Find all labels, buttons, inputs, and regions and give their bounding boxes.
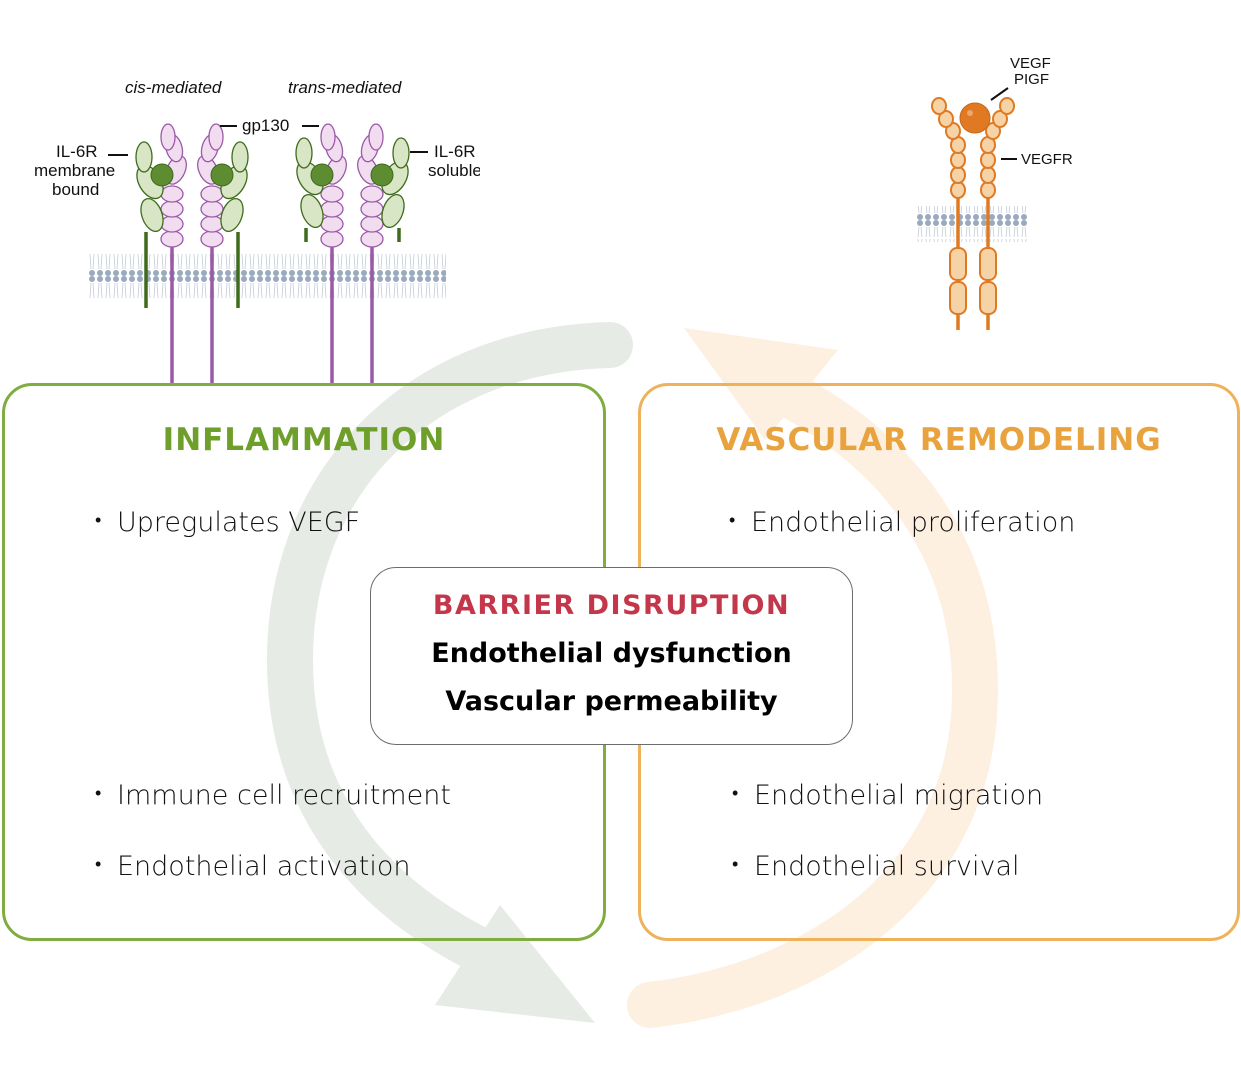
il6-ligand [210, 163, 234, 187]
vegfr-domain [950, 166, 966, 184]
label-gp130: gp130 [242, 116, 289, 135]
bullet-dot: • [732, 854, 739, 875]
list-item: • Endothelial activation [95, 851, 411, 882]
label-pigf: PIGF [1014, 71, 1049, 88]
vegfr-domain [999, 97, 1015, 115]
vegf-receptor-diagram: VEGF PIGF VEGFR [917, 55, 1073, 330]
il6r-domain [392, 137, 410, 169]
label-il6r-membrane-3: bound [52, 180, 99, 199]
label-vegf: VEGF [1010, 55, 1051, 72]
gp130-domain [320, 200, 344, 218]
gp130-domain [200, 200, 224, 218]
il6r-domain [140, 198, 164, 232]
bullet-dot: • [732, 783, 739, 804]
il6-receptor-diagram: cis-mediated trans-mediated gp130 IL-6R … [34, 78, 480, 383]
gp130-domain [368, 123, 384, 151]
list-item: • Endothelial migration [732, 780, 1043, 811]
list-item: • Immune cell recruitment [95, 780, 451, 811]
il6r-domain [220, 198, 244, 232]
bullet-text: Endothelial migration [754, 780, 1044, 811]
cell-membrane [89, 254, 446, 300]
orange-cycle-arrow-body [627, 372, 999, 1028]
vegfr-domain [938, 110, 954, 128]
bullet-dot: • [95, 783, 102, 804]
il6r-domain [295, 137, 313, 169]
bullet-dot: • [729, 510, 736, 531]
vegfr-domain [931, 97, 947, 115]
vegfr-kinase-domain [979, 281, 997, 315]
il6-ligand [370, 163, 394, 187]
list-item: • Endothelial survival [732, 851, 1020, 882]
gp130-domain [160, 215, 184, 233]
vegf-leader [990, 87, 1009, 101]
bullet-text: Endothelial activation [117, 851, 411, 882]
endothelial-dysfunction-text: Endothelial dysfunction [431, 638, 792, 669]
il6r-receptors [135, 137, 410, 232]
gp130-domain [200, 215, 224, 233]
gp130-receptors [160, 123, 384, 248]
gp130-domain [360, 185, 384, 203]
gp130-domain [160, 185, 184, 203]
il6r-domain [381, 194, 405, 228]
bullet-dot: • [95, 510, 102, 531]
bullet-text: Upregulates VEGF [117, 507, 361, 538]
gp130-domain [320, 185, 344, 203]
list-item: • Endothelial proliferation [729, 507, 1075, 538]
bullet-text: Endothelial proliferation [751, 507, 1076, 538]
bullet-text: Endothelial survival [754, 851, 1020, 882]
cell-membrane [917, 206, 1027, 242]
il6-ligand [150, 163, 174, 187]
inflammation-title: INFLAMMATION [162, 422, 446, 458]
il6r-domain [135, 141, 153, 173]
gp130-domain [320, 215, 344, 233]
gp130-domain [208, 123, 224, 151]
vegfr-domain [950, 151, 966, 169]
vascular-permeability-text: Vascular permeability [445, 686, 778, 717]
label-il6r-soluble-2: soluble [428, 161, 480, 180]
gp130-domain [160, 200, 184, 218]
label-il6r-membrane-2: membrane [34, 161, 115, 180]
green-cycle-arrowhead [435, 905, 595, 1023]
il6-ligand [310, 163, 334, 187]
bullet-text: Immune cell recruitment [117, 780, 451, 811]
green-cycle-arrow-body [266, 322, 633, 983]
vegfr-kinase-domain [949, 281, 967, 315]
barrier-disruption-title: BARRIER DISRUPTION [432, 590, 791, 621]
vegfr-kinase-domain [979, 247, 997, 281]
label-il6r-membrane-1: IL-6R [56, 142, 98, 161]
list-item: • Upregulates VEGF [95, 507, 360, 538]
il6r-domain [300, 194, 324, 228]
bullet-dot: • [95, 854, 102, 875]
barrier-disruption-box: BARRIER DISRUPTION Endothelial dysfuncti… [370, 567, 853, 745]
gp130-domain [160, 123, 176, 151]
gp130-domain [320, 230, 344, 248]
vegfr-domain [950, 181, 966, 199]
inflammation-panel: INFLAMMATION • Upregulates VEGF • Immune c… [2, 383, 606, 941]
gp130-domain [320, 123, 336, 151]
gp130-domain [360, 200, 384, 218]
vegf-ligand-highlight [967, 110, 973, 116]
vegf-ligand [959, 102, 991, 134]
vegfr-domain [980, 166, 996, 184]
il6-ligands [150, 163, 394, 187]
gp130-stalks [170, 245, 374, 383]
vegfr-receptors [931, 97, 1015, 315]
gp130-domain [160, 230, 184, 248]
gp130-domain [360, 230, 384, 248]
vegfr-domain [980, 181, 996, 199]
il6r-stalks [144, 228, 401, 308]
label-il6r-soluble-1: IL-6R [434, 142, 476, 161]
vegfr-kinase-domain [949, 247, 967, 281]
gp130-domain [360, 215, 384, 233]
vegfr-domain [980, 151, 996, 169]
vegfr-domain [992, 110, 1008, 128]
il6r-domain [231, 141, 249, 173]
gp130-domain [200, 185, 224, 203]
gp130-domain [200, 230, 224, 248]
vascular-remodeling-title: VASCULAR REMODELING [716, 422, 1162, 458]
label-cis-mediated: cis-mediated [125, 78, 222, 97]
label-vegfr: VEGFR [1021, 151, 1073, 168]
label-trans-mediated: trans-mediated [288, 78, 402, 97]
